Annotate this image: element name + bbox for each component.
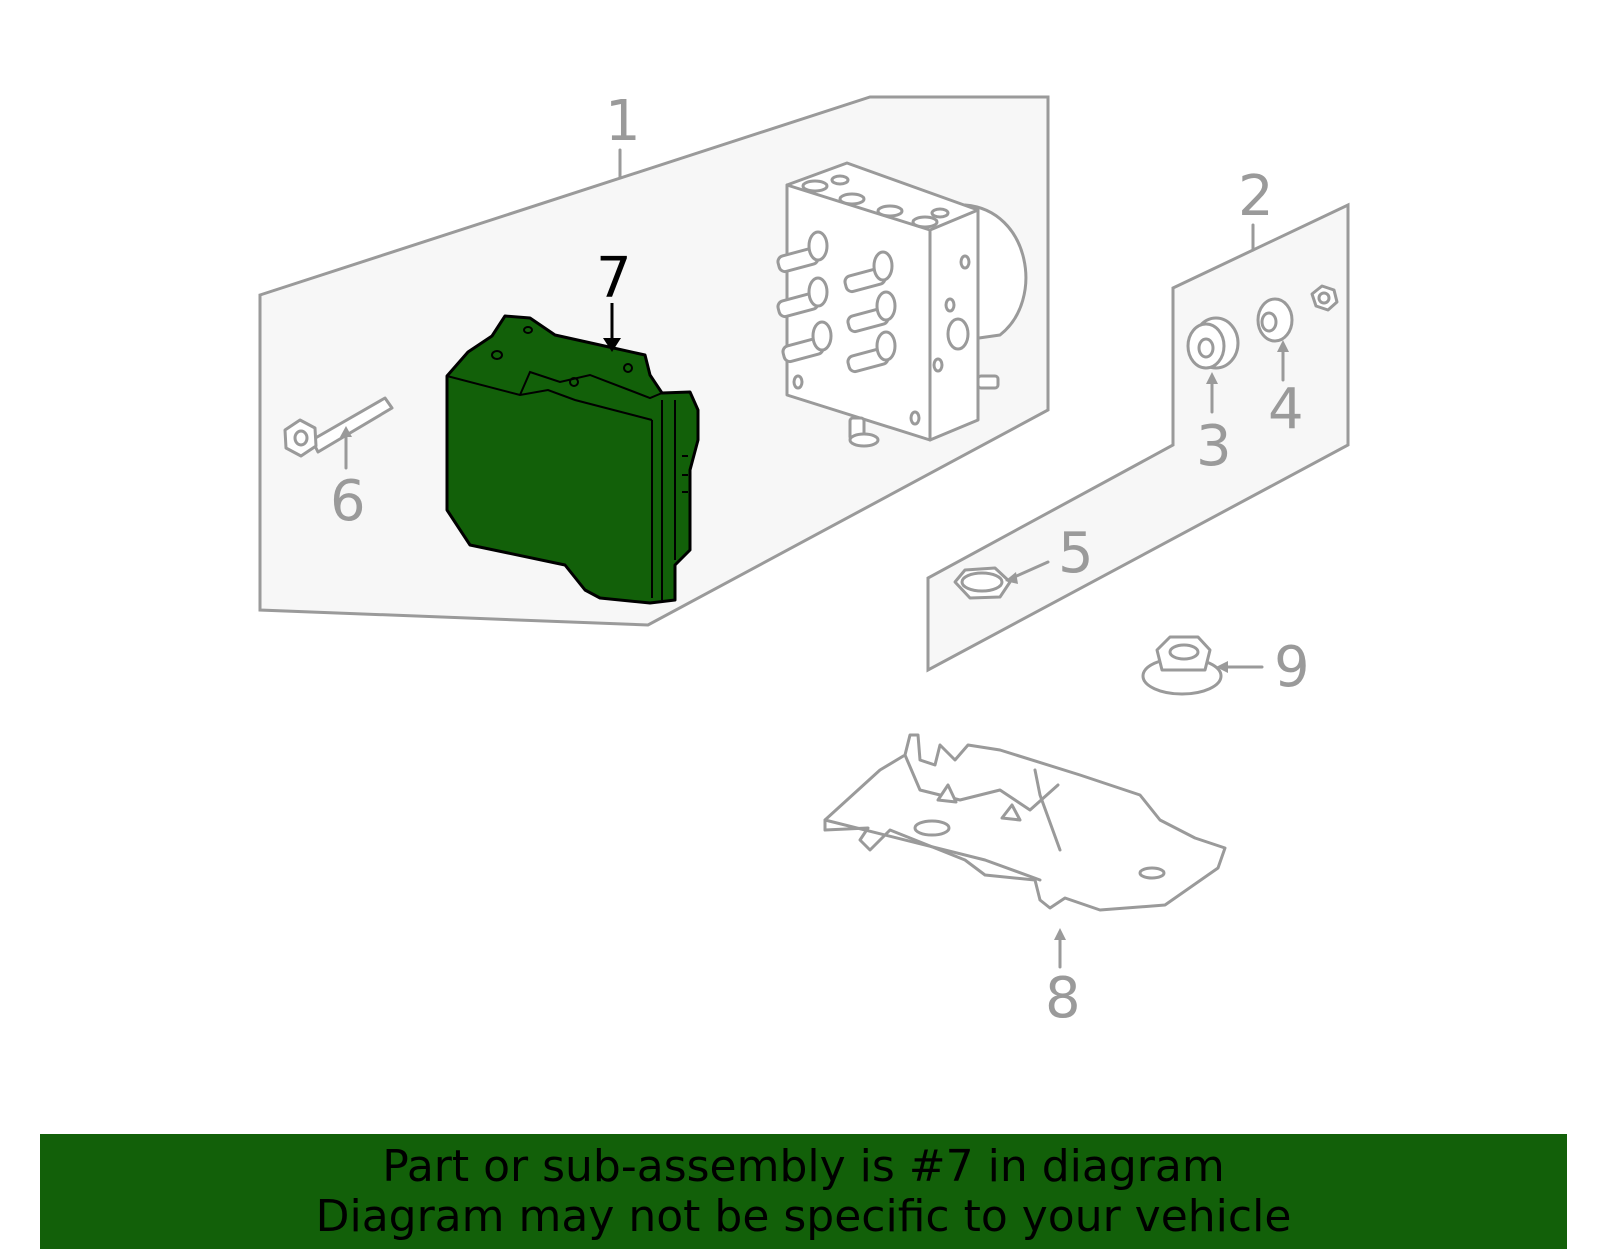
- bushing-part-4: [1256, 297, 1294, 343]
- parts-diagram: 1: [258, 89, 1350, 1031]
- callout-2[interactable]: 2: [1238, 164, 1274, 229]
- callout-9[interactable]: 9: [1274, 635, 1310, 700]
- callout-8[interactable]: 8: [1045, 966, 1081, 1031]
- callout-5[interactable]: 5: [1058, 521, 1094, 586]
- callout-6[interactable]: 6: [330, 469, 366, 534]
- hydraulic-unit: [776, 161, 1028, 448]
- callout-1[interactable]: 1: [605, 89, 641, 154]
- banner-line-1: Part or sub-assembly is #7 in diagram: [382, 1141, 1225, 1192]
- hardware-panel-2: [926, 202, 1350, 673]
- flange-nut-part-9: [1141, 635, 1223, 696]
- bolt-part-6: [283, 396, 394, 458]
- info-banner: Part or sub-assembly is #7 in diagram Di…: [40, 1134, 1567, 1249]
- callout-7[interactable]: 7: [596, 246, 632, 311]
- banner-line-2: Diagram may not be specific to your vehi…: [315, 1191, 1292, 1242]
- callout-3[interactable]: 3: [1196, 414, 1232, 479]
- small-nut: [1310, 284, 1339, 312]
- grommet-part-3: [1186, 316, 1240, 370]
- insert-part-5: [953, 566, 1012, 600]
- callout-4[interactable]: 4: [1268, 377, 1304, 442]
- control-module-part-7[interactable]: [445, 314, 700, 605]
- bracket-part-8: [823, 733, 1227, 912]
